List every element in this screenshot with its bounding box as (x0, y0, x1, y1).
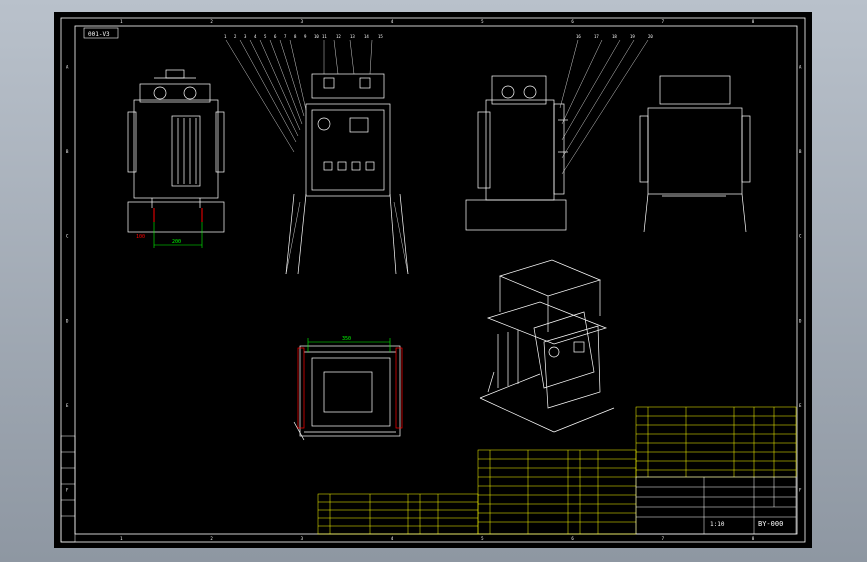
callout-number: 5 (264, 34, 267, 39)
callout-number: 9 (304, 34, 307, 39)
drawing-number: BY-000 (758, 520, 783, 528)
frame-column-label: 6 (571, 19, 574, 24)
parts-table-right (635, 406, 797, 478)
frame-row-label: A (799, 64, 802, 69)
frame-row-label: F (66, 488, 69, 493)
frame-column-label: 6 (571, 536, 574, 541)
frame-column-label: 4 (391, 536, 394, 541)
frame-row-label: B (66, 149, 69, 154)
callout-number: 4 (254, 34, 257, 39)
leader-lines-side (559, 39, 649, 175)
dimension-top (307, 338, 391, 352)
frame-row-label: B (799, 149, 802, 154)
callout-number: 7 (284, 34, 287, 39)
frame-row-label: C (66, 234, 69, 239)
callout-number: 8 (294, 34, 297, 39)
side-view (465, 75, 568, 231)
top-view (293, 345, 401, 441)
callout-number: 19 (630, 34, 635, 39)
rear-view (639, 75, 751, 233)
callout-number: 20 (648, 34, 653, 39)
frame-row-label: E (799, 403, 802, 408)
callout-number: 10 (314, 34, 319, 39)
frame-column-label: 4 (391, 19, 394, 24)
view-tag-box (83, 27, 119, 39)
revision-strip (60, 435, 76, 543)
drawing-sheet: 001-V3 (60, 17, 806, 543)
frame-column-label: 8 (752, 19, 755, 24)
callout-number: 15 (378, 34, 383, 39)
drawing-canvas[interactable]: 001-V3 (54, 12, 812, 548)
frame-column-label: 2 (210, 536, 213, 541)
callout-number: 2 (234, 34, 237, 39)
frame-column-label: 5 (481, 536, 484, 541)
callout-number: 11 (322, 34, 327, 39)
callout-number: 18 (612, 34, 617, 39)
callout-number: 17 (594, 34, 599, 39)
callout-number: 1 (224, 34, 227, 39)
callout-number: 6 (274, 34, 277, 39)
frame-column-label: 1 (120, 19, 123, 24)
frame-column-label: 8 (752, 536, 755, 541)
parts-table-left (317, 493, 479, 535)
frame-column-label: 3 (301, 536, 304, 541)
frame-row-label: D (799, 318, 802, 323)
title-block (635, 476, 797, 535)
frame-column-label: 5 (481, 19, 484, 24)
callout-number: 3 (244, 34, 247, 39)
callout-number: 12 (336, 34, 341, 39)
leader-lines-center (225, 39, 409, 275)
view-tag-text: 001-V3 (88, 31, 110, 38)
frame-row-label: D (66, 318, 69, 323)
callout-number: 13 (350, 34, 355, 39)
frame-row-label: C (799, 234, 802, 239)
isometric-view (479, 259, 615, 433)
frame-column-label: 1 (120, 536, 123, 541)
frame-column-label: 2 (210, 19, 213, 24)
scale-label: 1:10 (710, 521, 725, 528)
dimension-red-text: 100 (136, 234, 145, 240)
frame-column-label: 7 (662, 19, 665, 24)
parts-table-middle (477, 449, 637, 535)
frame-column-label: 3 (301, 19, 304, 24)
dimension-top-text: 350 (342, 336, 351, 342)
front-view-left (127, 69, 225, 233)
frame-column-label: 7 (662, 536, 665, 541)
frame-row-label: E (66, 403, 69, 408)
callout-number: 16 (576, 34, 581, 39)
callout-number: 14 (364, 34, 369, 39)
outer-frame (60, 17, 806, 543)
top-view-red (297, 347, 403, 429)
frame-row-label: A (66, 64, 69, 69)
frame-row-label: F (799, 488, 802, 493)
dimension-left (153, 222, 203, 248)
front-view-center (285, 73, 409, 275)
dimension-left-text: 200 (172, 239, 181, 245)
